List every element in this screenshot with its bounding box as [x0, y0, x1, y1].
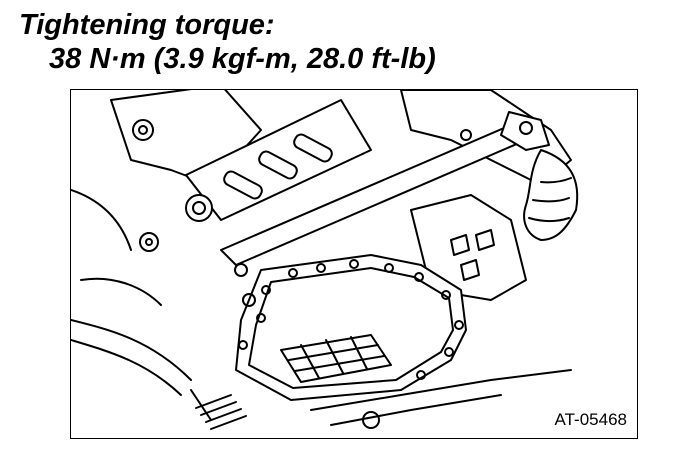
torque-value: 38 N·m (3.9 kgf-m, 28.0 ft-lb) — [49, 43, 436, 75]
torque-title: Tightening torque: — [19, 9, 275, 41]
illustration-frame: AT-05468 — [70, 89, 638, 439]
oil-pan-illustration — [71, 90, 579, 430]
torque-heading: Tightening torque: 38 N·m (3.9 kgf-m, 28… — [19, 8, 436, 76]
figure-id: AT-05468 — [552, 410, 629, 430]
